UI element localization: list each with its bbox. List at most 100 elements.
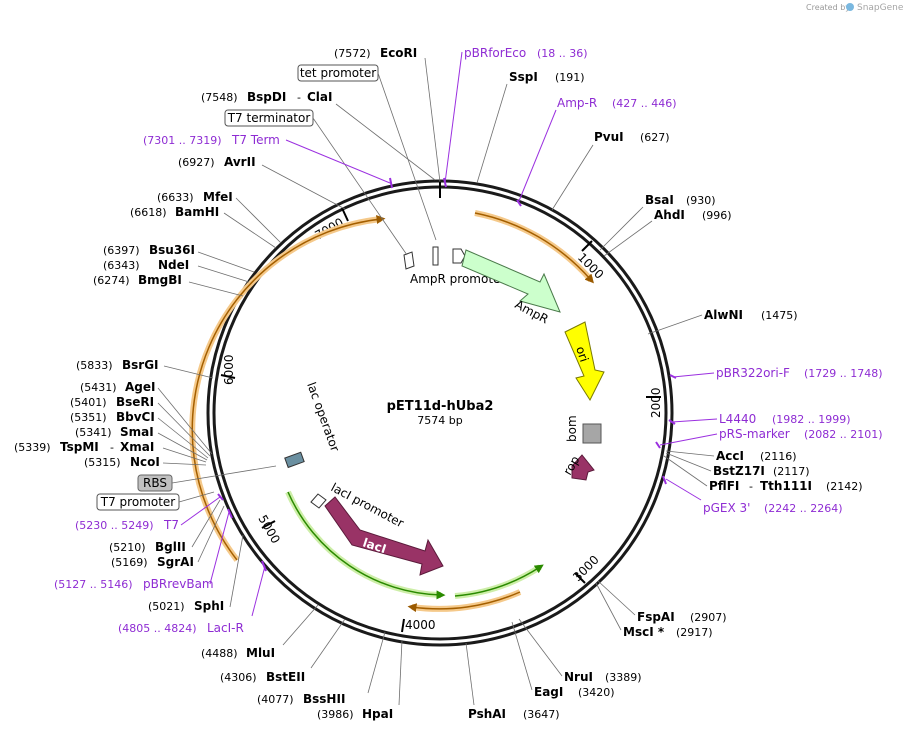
lac-operator-label: lac operator: [304, 380, 342, 453]
snapgene-logo-icon: [846, 3, 854, 11]
enzyme-ndei[interactable]: NdeI: [158, 258, 189, 272]
enzyme-sep-tspmi: -: [110, 441, 114, 454]
primer-pbr322ori-f[interactable]: pBR322ori-F: [716, 366, 790, 380]
enzyme-pos-bsai: (930): [686, 194, 716, 207]
primer-range-pbr322ori-f: (1729 .. 1748): [804, 367, 883, 380]
enzyme-msci[interactable]: MscI *: [623, 625, 665, 639]
enzyme-bmgbi[interactable]: BmgBI: [138, 273, 182, 287]
enzyme-ncoi[interactable]: NcoI: [130, 455, 160, 469]
plasmid-length: 7574 bp: [417, 414, 462, 427]
enzyme-mlui[interactable]: MluI: [246, 646, 275, 660]
primer-range-t7-term: (7301 .. 7319): [143, 134, 222, 147]
enzyme-tspmi[interactable]: TspMI: [60, 440, 99, 454]
enzyme-eagi[interactable]: EagI: [534, 685, 563, 699]
enzyme-pflfi[interactable]: PflFI: [709, 479, 739, 493]
enzyme-bsu36i[interactable]: Bsu36I: [149, 243, 195, 257]
enzyme-sep-pflfi: -: [749, 480, 753, 493]
enzyme-sphi[interactable]: SphI: [194, 599, 224, 613]
ampr-promoter-label: AmpR promoter: [410, 272, 505, 286]
primer-l4440[interactable]: L4440: [719, 412, 756, 426]
tick-label-6000: 6000: [222, 354, 236, 385]
rop-arrow: [571, 454, 595, 481]
primer-range-laci-r: (4805 .. 4824): [118, 622, 197, 635]
tick-label-5000: 5000: [255, 513, 282, 546]
enzyme-pos-sspi: (191): [555, 71, 585, 84]
enzyme-bseri[interactable]: BseRI: [116, 395, 154, 409]
enzyme-fspai[interactable]: FspAI: [637, 610, 675, 624]
scale-ticks: [220, 207, 661, 633]
primer-pgex3[interactable]: pGEX 3': [703, 501, 750, 515]
enzyme-pos-bseri: (5401): [70, 396, 107, 409]
enzyme-bsrgi[interactable]: BsrGI: [122, 358, 159, 372]
enzyme-pos-bbvci: (5351): [70, 411, 107, 424]
enzyme-pos-mfei: (6633): [157, 191, 194, 204]
enzyme-pshai[interactable]: PshAI: [468, 707, 506, 721]
enzyme-pos-msci: (2917): [676, 626, 713, 639]
enzyme-pos-bglii: (5210): [109, 541, 146, 554]
enzyme-pos-bstz17i: (2117): [773, 465, 810, 478]
tick-label-4000: 4000: [405, 618, 436, 632]
primer-pbrforeco[interactable]: pBRforEco: [464, 46, 526, 60]
ampr-promoter-arrow: [452, 248, 466, 264]
ori-label: ori: [573, 345, 591, 364]
enzyme-pos-alwni: (1475): [761, 309, 798, 322]
enzyme-bglii[interactable]: BglII: [155, 540, 186, 554]
enzyme-pos-pvui: (627): [640, 131, 670, 144]
enzyme-acci[interactable]: AccI: [716, 449, 744, 463]
tick-label-3000: 3000: [570, 553, 601, 584]
enzyme-bsshii[interactable]: BssHII: [303, 692, 345, 706]
primer-pbrrevbam[interactable]: pBRrevBam: [143, 577, 214, 591]
enzyme-smai[interactable]: SmaI: [120, 425, 154, 439]
enzyme-bamhi[interactable]: BamHI: [175, 205, 219, 219]
primer-prs-marker[interactable]: pRS-marker: [719, 427, 790, 441]
ori-arrow: [564, 321, 605, 402]
enzyme-pvui[interactable]: PvuI: [594, 130, 624, 144]
enzyme-mfei[interactable]: MfeI: [203, 190, 233, 204]
enzyme-pos-nrui: (3389): [605, 671, 642, 684]
enzyme-bsai[interactable]: BsaI: [645, 193, 674, 207]
enzyme-hpai[interactable]: HpaI: [362, 707, 393, 721]
t7-promoter-label[interactable]: T7 promoter: [100, 495, 176, 509]
enzyme-bbvci[interactable]: BbvCI: [116, 410, 155, 424]
enzyme-avrii[interactable]: AvrII: [224, 155, 256, 169]
enzyme-pos-smai: (5341): [75, 426, 112, 439]
primer-t7-term[interactable]: T7 Term: [231, 133, 280, 147]
laci-label: lacI: [361, 536, 388, 557]
primer-range-amp-r: (427 .. 446): [612, 97, 677, 110]
enzyme-bspdi[interactable]: BspDI: [247, 90, 286, 104]
enzyme-sspi[interactable]: SspI: [509, 70, 538, 84]
laci-gene-arrow: [324, 496, 444, 576]
enzyme-pos-ahdi: (996): [702, 209, 732, 222]
enzyme-bsteii[interactable]: BstEII: [266, 670, 305, 684]
enzyme-pos-tspmi: (5339): [14, 441, 51, 454]
enzyme-agei[interactable]: AgeI: [125, 380, 155, 394]
laci-promoter-arrow: [310, 493, 327, 509]
tet-promoter-label[interactable]: tet promoter: [300, 66, 376, 80]
enzyme-pos-ecori: (7572): [334, 47, 371, 60]
primer-range-pbrforeco: (18 .. 36): [537, 47, 588, 60]
enzyme-pos-bmgbi: (6274): [93, 274, 130, 287]
orf-arc-5: [454, 564, 542, 599]
t7-terminator-label[interactable]: T7 terminator: [227, 111, 311, 125]
primer-t7[interactable]: T7: [163, 518, 179, 532]
credit-brand: SnapGene: [857, 3, 904, 13]
primer-amp-r[interactable]: Amp-R: [557, 96, 597, 110]
enzyme-nrui[interactable]: NruI: [564, 670, 593, 684]
enzyme-clai[interactable]: ClaI: [307, 90, 332, 104]
enzyme-pos-bsrgi: (5833): [76, 359, 113, 372]
primer-laci-r[interactable]: LacI-R: [207, 621, 244, 635]
enzyme-alwni[interactable]: AlwNI: [704, 308, 743, 322]
plasmid-name: pET11d-hUba2: [387, 399, 494, 414]
enzyme-tth111i[interactable]: Tth111I: [760, 479, 812, 493]
enzyme-sgrai[interactable]: SgrAI: [157, 555, 194, 569]
enzyme-pos-hpai: (3986): [317, 708, 354, 721]
enzyme-ahdi[interactable]: AhdI: [654, 208, 685, 222]
rbs-label[interactable]: RBS: [143, 476, 167, 490]
bom-box: [582, 423, 602, 444]
enzyme-pos-ndei: (6343): [103, 259, 140, 272]
enzyme-pos-ncoi: (5315): [84, 456, 121, 469]
enzyme-ecori[interactable]: EcoRI: [380, 46, 417, 60]
enzyme-xmai[interactable]: XmaI: [120, 440, 154, 454]
enzyme-bstz17i[interactable]: BstZ17I: [713, 464, 765, 478]
